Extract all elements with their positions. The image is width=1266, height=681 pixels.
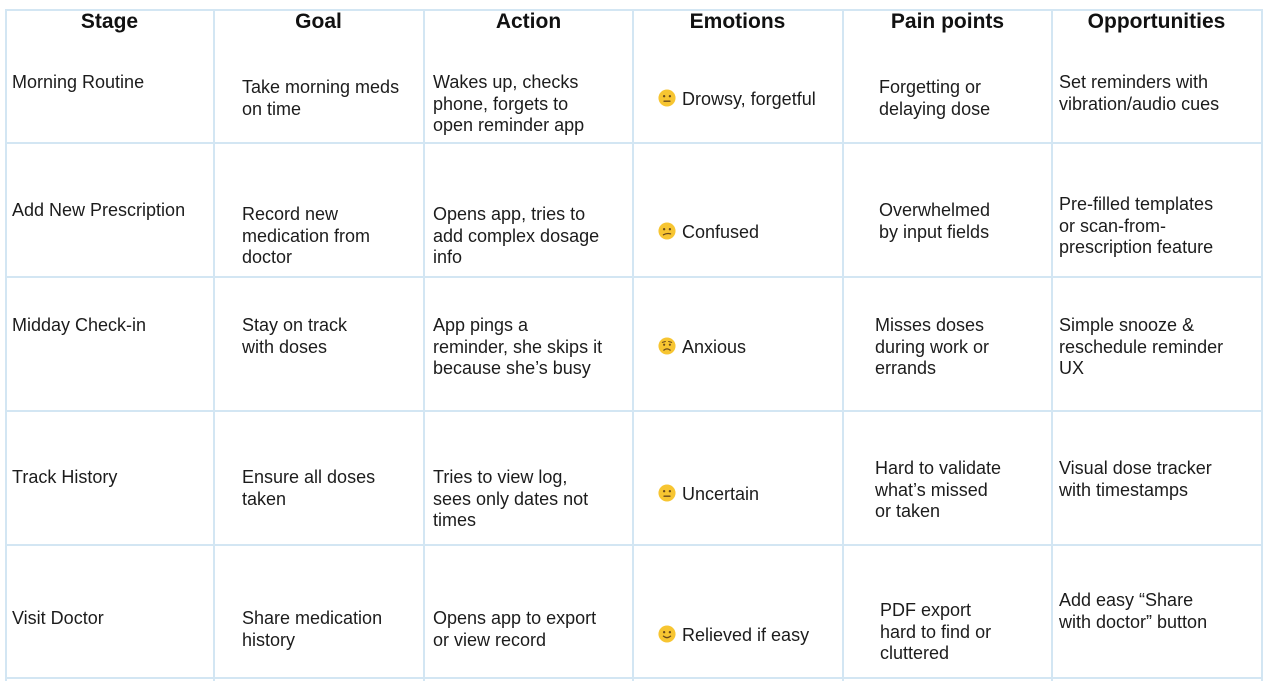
cell-stage: Track History [12, 467, 118, 487]
cell-pain-point: Forgetting or delaying dose [879, 77, 991, 119]
emotion-label: Relieved if easy [682, 624, 810, 645]
header-goal: Goal [295, 10, 342, 33]
cell-emotion: Uncertain [658, 462, 759, 505]
grid-line [5, 9, 1263, 11]
grid-line [423, 9, 425, 681]
cell-opportunity: Set reminders with vibration/audio cues [1059, 72, 1220, 114]
grid-line [5, 142, 1263, 144]
cell-stage: Midday Check-in [12, 315, 147, 335]
slight-smile-face-icon [658, 625, 676, 643]
grid-line [842, 9, 844, 681]
neutral-face-icon [658, 89, 676, 107]
grid-line [5, 276, 1263, 278]
header-emotions: Emotions [689, 10, 786, 33]
grid-line [213, 9, 215, 681]
cell-emotion: Drowsy, forgetful [658, 67, 816, 110]
cell-goal: Record new medication from doctor [242, 204, 371, 268]
grid-line [5, 544, 1263, 546]
grid-line [632, 9, 634, 681]
cell-stage: Add New Prescription [12, 200, 186, 220]
cell-pain-point: PDF export hard to find or cluttered [880, 600, 992, 664]
grid-line [1051, 9, 1053, 681]
grid-line [5, 677, 1263, 679]
cell-goal: Ensure all doses taken [242, 467, 376, 509]
emotion-label: Anxious [682, 336, 747, 357]
grid-line [1261, 9, 1263, 681]
header-stage: Stage [80, 10, 139, 33]
neutral-face-icon [658, 484, 676, 502]
cell-opportunity: Visual dose tracker with timestamps [1059, 458, 1212, 500]
cell-pain-point: Overwhelmed by input fields [879, 200, 991, 242]
cell-action: Opens app, tries to add complex dosage i… [433, 204, 600, 268]
emotion-label: Drowsy, forgetful [682, 88, 816, 109]
cell-stage: Morning Routine [12, 72, 145, 92]
cell-goal: Share medication history [242, 608, 383, 650]
cell-stage: Visit Doctor [12, 608, 104, 628]
header-pain-points: Pain points [890, 10, 1005, 33]
cell-emotion: Confused [658, 200, 759, 243]
cell-emotion: Relieved if easy [658, 603, 809, 646]
cell-action: Wakes up, checks phone, forgets to open … [433, 72, 585, 136]
grid-line [5, 9, 7, 681]
cell-opportunity: Simple snooze & reschedule reminder UX [1059, 315, 1224, 379]
grid-line [5, 410, 1263, 412]
header-opportunities: Opportunities [1087, 10, 1226, 33]
worried-face-icon [658, 337, 676, 355]
cell-goal: Stay on track with doses [242, 315, 348, 357]
cell-pain-point: Hard to validate what’s missed or taken [875, 458, 1002, 522]
cell-action: App pings a reminder, she skips it becau… [433, 315, 603, 379]
cell-goal: Take morning meds on time [242, 77, 400, 119]
cell-action: Opens app to export or view record [433, 608, 597, 650]
confused-face-icon [658, 222, 676, 240]
cell-opportunity: Add easy “Share with doctor” button [1059, 590, 1208, 632]
cell-opportunity: Pre-filled templates or scan-from- presc… [1059, 194, 1214, 258]
emotion-label: Confused [682, 221, 760, 242]
emotion-label: Uncertain [682, 483, 760, 504]
cell-action: Tries to view log, sees only dates not t… [433, 467, 589, 531]
cell-emotion: Anxious [658, 315, 746, 358]
cell-pain-point: Misses doses during work or errands [875, 315, 990, 379]
header-action: Action [495, 10, 562, 33]
